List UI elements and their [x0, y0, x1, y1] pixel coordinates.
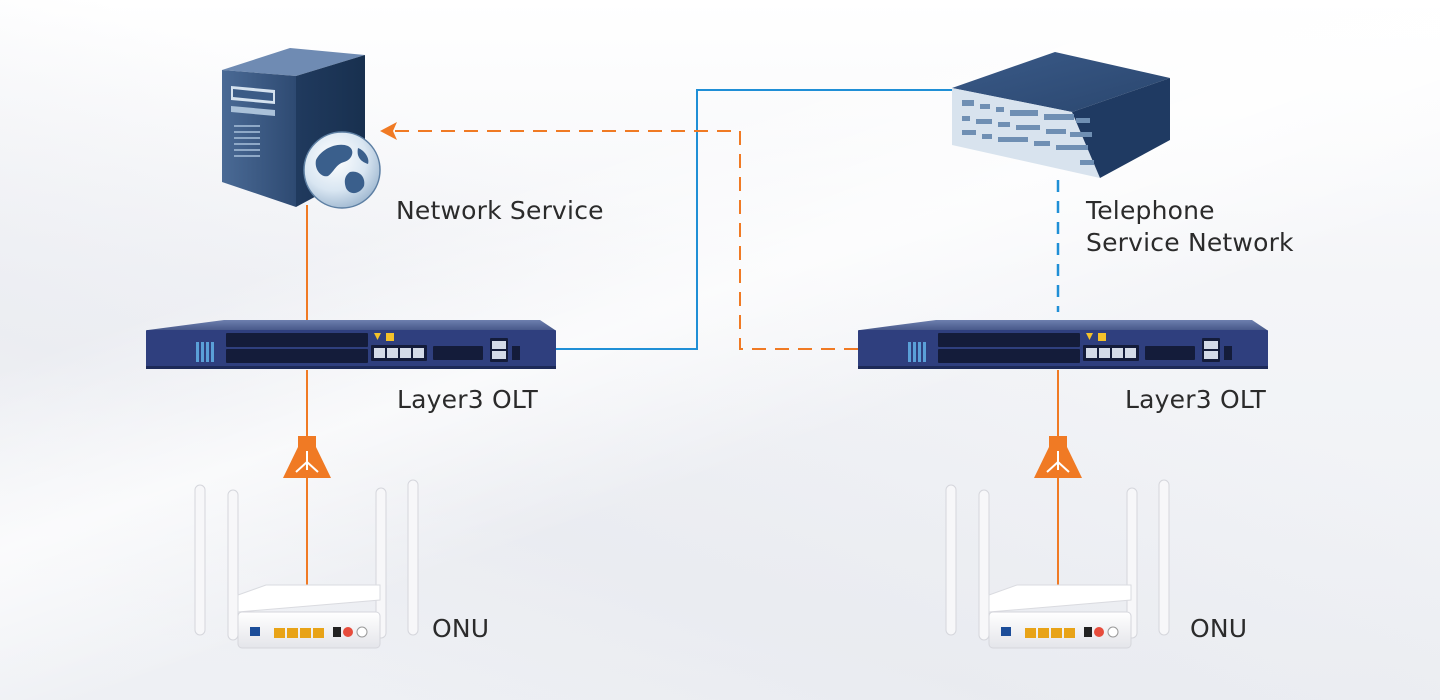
olt-chassis-icon [858, 320, 1268, 369]
label-telephone-line1: Telephone [1086, 196, 1215, 225]
label-onu-right: ONU [1190, 614, 1248, 643]
label-olt-left: Layer3 OLT [397, 385, 538, 414]
arrow-head-icon [380, 122, 397, 140]
optical-splitter-icon [1034, 436, 1082, 478]
label-olt-right: Layer3 OLT [1125, 385, 1266, 414]
label-network-service: Network Service [396, 196, 604, 225]
optical-splitter-icon [283, 436, 331, 478]
link-olt-left-telephone [555, 89, 955, 350]
olt-chassis-icon [146, 320, 556, 369]
link-olt-right-server-dashed [395, 130, 858, 350]
label-onu-left: ONU [432, 614, 490, 643]
onu-router-icon [945, 479, 1170, 649]
label-telephone-line2: Service Network [1086, 228, 1294, 257]
onu-router-icon [194, 479, 419, 649]
telephone-switch-icon [952, 52, 1170, 178]
server-globe-icon [222, 48, 381, 209]
